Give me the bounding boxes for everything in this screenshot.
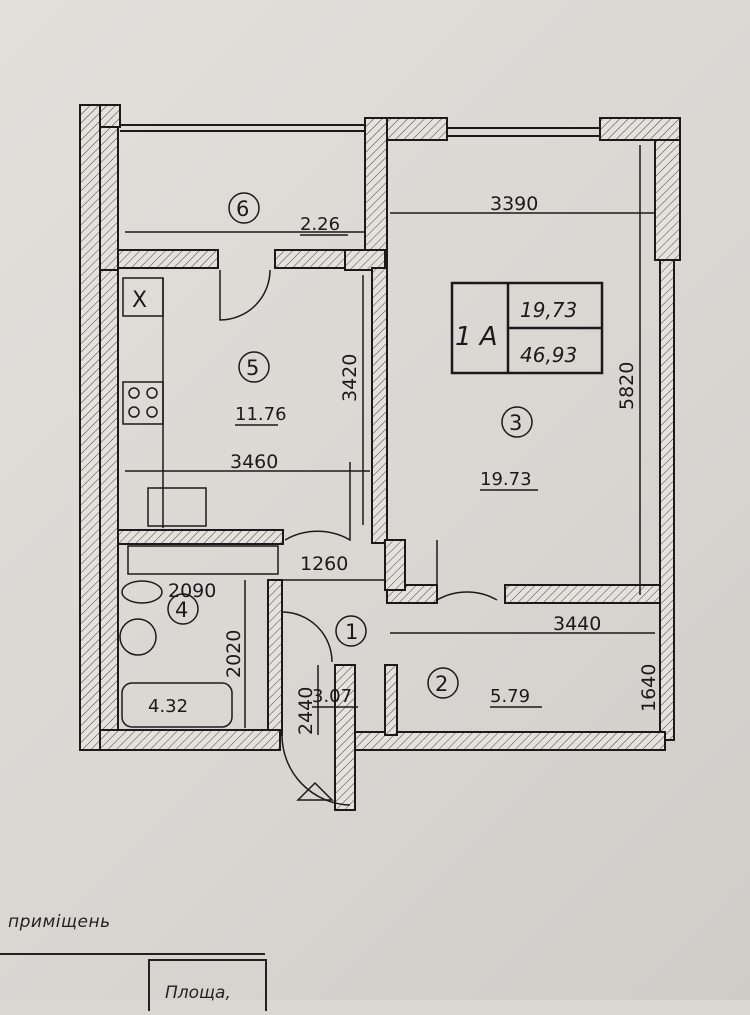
room-5-number: 5 <box>246 356 259 380</box>
wall-room3-right <box>659 259 675 741</box>
apartment-type: 1 A <box>455 322 498 352</box>
dim-corridor-height: 1640 <box>638 664 660 712</box>
wall-left-inner <box>99 269 119 731</box>
room-3-area: 19.73 <box>480 469 532 490</box>
room-4-number: 4 <box>175 598 188 622</box>
rooms-caption: приміщень <box>8 912 111 932</box>
bathtub <box>121 682 233 728</box>
entrance-arrow-icon <box>296 781 334 801</box>
wall-balcony-left <box>99 124 119 271</box>
wall-room3-stub <box>384 539 406 591</box>
room-2-area: 5.79 <box>490 686 530 707</box>
dim-bath-width: 2090 <box>168 580 216 602</box>
room-2-number: 2 <box>435 672 448 696</box>
wall-bottom-right <box>354 731 666 751</box>
wall-bath-hall <box>267 579 283 736</box>
table-cell-area <box>148 959 267 1011</box>
dim-kitchen-height: 3420 <box>339 354 361 402</box>
room-1-area: 3.07 <box>312 686 352 707</box>
wall-balcony-kitchen <box>117 249 219 269</box>
wall-room3-top-left <box>386 117 448 141</box>
dim-kitchen-width: 3460 <box>230 451 278 473</box>
dim-room3-height: 5820 <box>616 362 638 410</box>
stove <box>122 381 164 425</box>
apartment-label: 1 A 19,73 46,93 <box>450 281 604 375</box>
room-5-area: 11.76 <box>235 404 287 425</box>
wall-left-outer <box>79 104 101 751</box>
wall-central-joint <box>344 249 386 271</box>
room-6-number: 6 <box>236 197 249 221</box>
wall-central-top <box>364 117 388 269</box>
dim-corridor-width: 3440 <box>553 613 601 635</box>
fixtures <box>119 145 661 806</box>
dim-bath-height: 2020 <box>223 630 245 678</box>
wall-room3-right-top <box>654 139 681 261</box>
vent-mark: X <box>132 288 147 313</box>
wall-bottom-left <box>99 729 281 751</box>
room-6-area: 2.26 <box>300 214 340 235</box>
wall-kitchen-bath <box>117 529 284 545</box>
toilet <box>121 580 163 604</box>
wall-entrance <box>334 664 356 811</box>
wall-kitchen-room3 <box>371 267 388 544</box>
wall-balcony-kitchen-2 <box>274 249 346 269</box>
room-3-number: 3 <box>509 411 522 435</box>
dim-hall-height: 2440 <box>295 687 317 735</box>
room-1-number: 1 <box>345 620 358 644</box>
walls <box>79 104 681 811</box>
living-area: 19,73 <box>520 298 577 322</box>
room-4-area: 4.32 <box>148 696 188 717</box>
dim-balcony-width: 3390 <box>490 193 538 215</box>
wall-corridor-stub <box>384 664 398 736</box>
column-header-area: Площа, <box>165 983 231 1003</box>
dim-hall-width: 1260 <box>300 553 348 575</box>
door-entrance <box>281 665 351 806</box>
door-kitchen <box>284 462 351 542</box>
door-bath <box>281 611 333 663</box>
kitchen-sink <box>147 487 207 527</box>
table-top-line <box>0 953 265 1015</box>
washbasin <box>119 618 157 656</box>
wall-room3-bottom-right <box>504 584 661 604</box>
door-room3 <box>436 540 498 602</box>
wall-room3-top-right <box>599 117 681 141</box>
bath-cabinet <box>127 545 279 575</box>
total-area: 46,93 <box>520 343 577 367</box>
door-balcony <box>219 269 271 321</box>
wall-balcony-corner <box>99 104 121 128</box>
